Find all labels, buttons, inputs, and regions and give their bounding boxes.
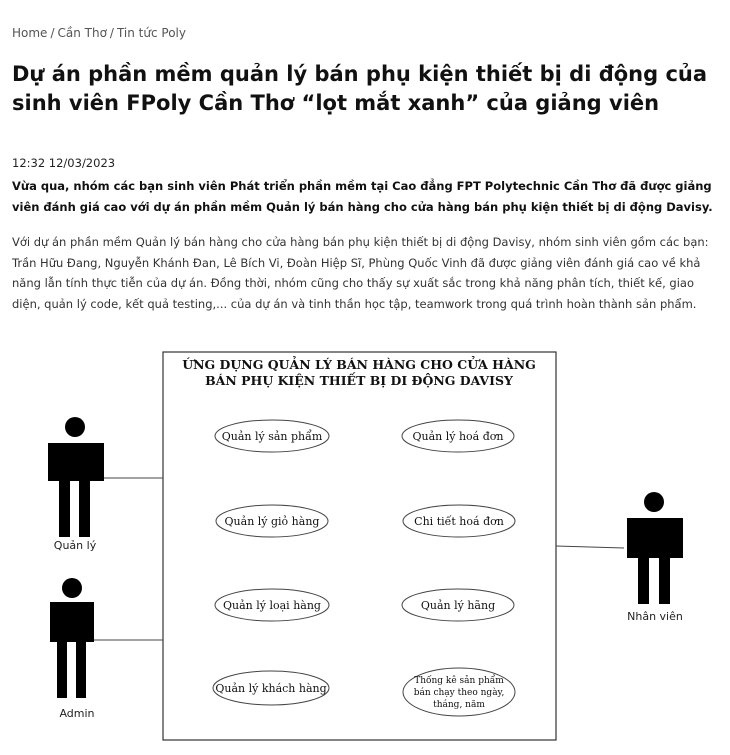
svg-text:bán chạy theo ngày,: bán chạy theo ngày, bbox=[414, 687, 505, 698]
use-case-products: Quản lý sản phẩm bbox=[214, 419, 330, 453]
use-case-sales-statistics: Thống kê sản phẩm bán chạy theo ngày, th… bbox=[402, 667, 516, 717]
diagram-title-line2: BÁN PHỤ KIỆN THIẾT BỊ DI ĐỘNG DAVISY bbox=[205, 371, 514, 388]
article-timestamp: 12:32 12/03/2023 bbox=[12, 156, 116, 170]
breadcrumb-home-link[interactable]: Home bbox=[12, 26, 48, 40]
svg-text:Thống kê sản phẩm: Thống kê sản phẩm bbox=[414, 674, 504, 686]
admin-actor-icon bbox=[50, 578, 94, 698]
use-case-invoice-detail: Chi tiết hoá đơn bbox=[402, 504, 516, 538]
use-case-cart: Quản lý giỏ hàng bbox=[215, 504, 329, 538]
use-case-customers: Quản lý khách hàng bbox=[212, 670, 330, 706]
svg-text:Quản lý hoá đơn: Quản lý hoá đơn bbox=[413, 430, 504, 443]
actor-label-staff: Nhân viên bbox=[627, 610, 683, 623]
staff-actor-icon bbox=[627, 492, 683, 604]
breadcrumb-separator: / bbox=[50, 26, 55, 40]
breadcrumb-separator: / bbox=[109, 26, 114, 40]
svg-text:Quản lý sản phẩm: Quản lý sản phẩm bbox=[222, 430, 323, 443]
article-body: Với dự án phần mềm Quản lý bán hàng cho … bbox=[12, 235, 709, 311]
svg-text:Chi tiết hoá đơn: Chi tiết hoá đơn bbox=[414, 515, 504, 528]
svg-text:Quản lý khách hàng: Quản lý khách hàng bbox=[215, 682, 326, 695]
svg-text:Quản lý loại hàng: Quản lý loại hàng bbox=[223, 599, 321, 612]
diagram-title-line1: ỨNG DỤNG QUẢN LÝ BÁN HÀNG CHO CỬA HÀNG bbox=[182, 355, 536, 372]
svg-text:Quản lý hãng: Quản lý hãng bbox=[421, 599, 495, 612]
breadcrumb: Home/Cần Thơ/Tin tức Poly bbox=[12, 26, 186, 40]
use-case-invoices: Quản lý hoá đơn bbox=[401, 419, 515, 453]
use-case-brands: Quản lý hãng bbox=[401, 588, 515, 622]
svg-text:tháng, năm: tháng, năm bbox=[433, 699, 485, 710]
manager-actor-icon bbox=[48, 417, 104, 537]
use-case-diagram-image: ỨNG DỤNG QUẢN LÝ BÁN HÀNG CHO CỬA HÀNG B… bbox=[0, 340, 730, 755]
breadcrumb-can-tho-link[interactable]: Cần Thơ bbox=[57, 26, 107, 40]
actor-label-admin: Admin bbox=[59, 707, 94, 720]
association-staff bbox=[555, 545, 625, 549]
actor-label-manager: Quản lý bbox=[54, 539, 97, 552]
article-lead: Vừa qua, nhóm các bạn sinh viên Phát tri… bbox=[12, 179, 713, 214]
svg-text:Quản lý giỏ hàng: Quản lý giỏ hàng bbox=[225, 515, 320, 528]
breadcrumb-news-link[interactable]: Tin tức Poly bbox=[116, 26, 186, 40]
article-title: Dự án phần mềm quản lý bán phụ kiện thiế… bbox=[12, 62, 708, 115]
use-case-categories: Quản lý loại hàng bbox=[214, 588, 330, 622]
